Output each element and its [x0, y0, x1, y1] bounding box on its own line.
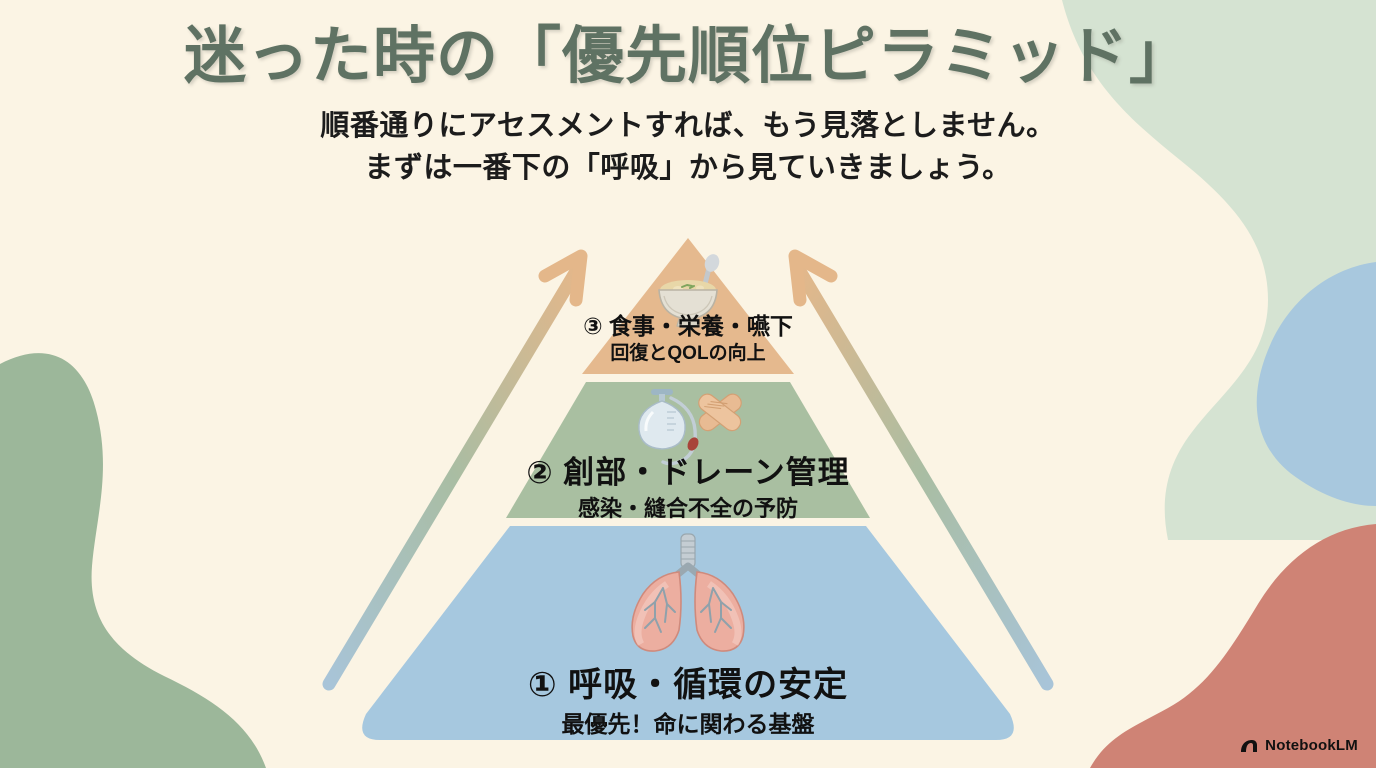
tier-3-heading: ③ 食事・栄養・嚥下	[583, 313, 793, 339]
lungs-icon	[631, 533, 745, 652]
drain-bulb-icon	[638, 389, 686, 450]
pyramid-tier-2-label[interactable]: ② 創部・ドレーン管理 感染・縫合不全の予防	[526, 455, 849, 522]
tier-1-subtext: 最優先！命に関わる基盤	[561, 711, 815, 738]
page-title: 迷った時の「優先順位ピラミッド」	[183, 22, 1192, 91]
subtitle-line-1: 順番通りにアセスメントすれば、もう見落としません。	[320, 110, 1056, 143]
tier-2-subtext: 感染・縫合不全の予防	[577, 495, 798, 521]
tier-2-heading: ② 創部・ドレーン管理	[526, 455, 850, 490]
subtitle-line-2: まずは一番下の「呼吸」から見ていきましょう。	[364, 152, 1012, 185]
notebooklm-spiral-icon	[1241, 739, 1258, 752]
tier-3-subtext: 回復とQOLの向上	[610, 343, 766, 365]
notebooklm-watermark: NotebookLM	[1239, 737, 1358, 754]
page-subtitle: 順番通りにアセスメントすれば、もう見落としません。 まずは一番下の「呼吸」から見…	[0, 91, 1376, 189]
notebooklm-watermark-label: NotebookLM	[1265, 737, 1358, 754]
tier-1-heading: ① 呼吸・循環の安定	[527, 666, 849, 704]
pyramid-tier-1-label[interactable]: ① 呼吸・循環の安定 最優先！命に関わる基盤	[528, 666, 848, 739]
drain-tip-icon	[687, 437, 699, 451]
slide-header: 迷った時の「優先順位ピラミッド」 順番通りにアセスメントすれば、もう見落としませ…	[0, 0, 1376, 190]
bandage-cross-icon	[698, 393, 742, 432]
pyramid-tier-3-label[interactable]: ③ 食事・栄養・嚥下 回復とQOLの向上	[583, 313, 793, 366]
